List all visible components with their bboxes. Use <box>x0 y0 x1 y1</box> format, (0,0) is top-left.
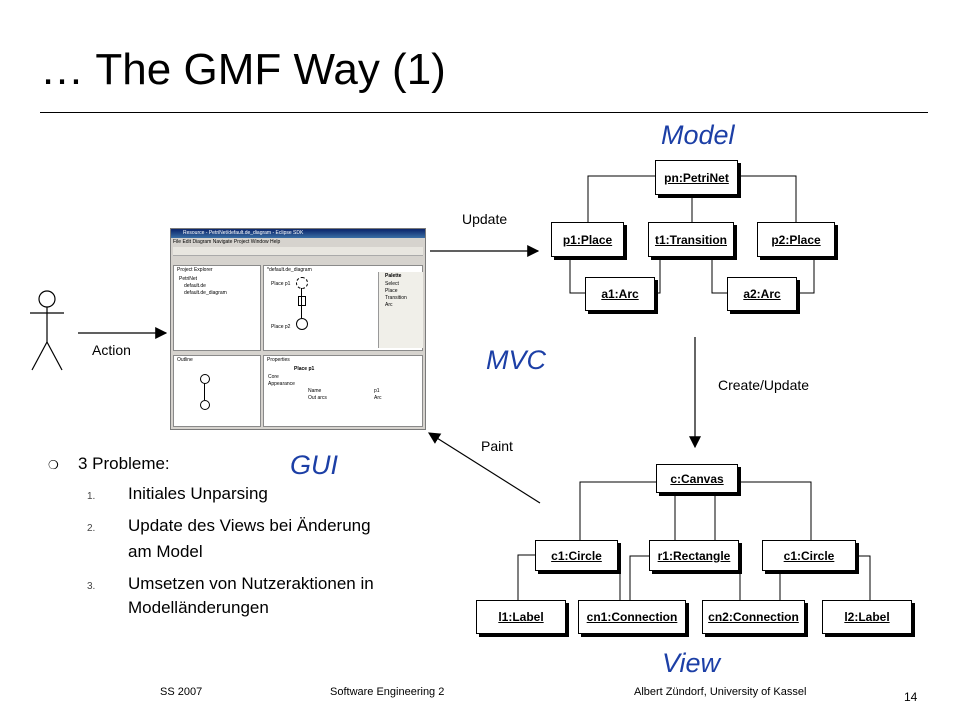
outline-arc <box>204 383 205 400</box>
view-node-rectangle: r1:Rectangle <box>649 540 739 571</box>
diagram-tab: *default.de_diagram <box>267 267 312 273</box>
palette-item-arc: Arc <box>385 302 393 308</box>
footer-course: Software Engineering 2 <box>330 686 445 698</box>
update-label: Update <box>462 211 508 227</box>
screenshot-properties: Properties Place p1 Core Appearance Name… <box>263 355 423 427</box>
model-node-a2: a2:Arc <box>727 277 797 311</box>
item-3-text: Umsetzen von Nutzeraktionen in <box>128 574 374 593</box>
tree-item-2: default.de <box>184 283 206 289</box>
transition-shape <box>298 296 306 306</box>
title-divider <box>40 112 928 113</box>
model-links <box>569 175 815 294</box>
screenshot-toolbar <box>173 247 423 256</box>
tree-item-1: PetriNet <box>179 276 198 282</box>
prop-row-3-value: p1 <box>374 388 380 394</box>
model-node-petrinet: pn:PetriNet <box>655 160 738 195</box>
item-3-text-cont: Modelländerungen <box>128 598 269 617</box>
place-p1-label: Place p1 <box>271 281 291 287</box>
palette-item-transition: Transition <box>385 295 407 301</box>
properties-title: Properties <box>267 357 290 363</box>
eclipse-screenshot: Resource - PetriNet/default.de_diagram -… <box>170 228 426 430</box>
view-node-label-1: l1:Label <box>476 600 566 634</box>
actor-icon <box>30 290 64 371</box>
place-p2-label: Place p2 <box>271 324 291 330</box>
action-label: Action <box>92 342 131 358</box>
view-node-label-2: l2:Label <box>822 600 912 634</box>
item-1-text: Initiales Unparsing <box>128 484 268 503</box>
arc-line <box>301 288 302 318</box>
create-update-label: Create/Update <box>718 377 810 393</box>
item-2-text-cont: am Model <box>128 542 203 561</box>
place-p2-shape <box>296 318 308 330</box>
view-node-circle-2: c1:Circle <box>762 540 856 571</box>
screenshot-project-explorer: Project Explorer PetriNet default.de def… <box>173 265 261 351</box>
screenshot-outline: Outline <box>173 355 261 427</box>
tree-item-3: default.de_diagram <box>184 290 227 296</box>
screenshot-titlebar: Resource - PetriNet/default.de_diagram -… <box>171 229 425 238</box>
bullet-icon: ❍ <box>48 458 59 472</box>
screenshot-diagram-editor: *default.de_diagram Place p1 Place p2 Pa… <box>263 265 423 351</box>
model-node-t1: t1:Transition <box>648 222 734 257</box>
outline-title: Outline <box>177 357 193 363</box>
mvc-label: MVC <box>486 345 546 375</box>
screenshot-window-title: Resource - PetriNet/default.de_diagram -… <box>183 230 304 236</box>
model-node-p2: p2:Place <box>757 222 835 257</box>
prop-row-1: Core <box>268 374 279 380</box>
slide-title: … The GMF Way (1) <box>40 45 446 94</box>
item-1-number: 1. <box>87 491 96 502</box>
footer-author: Albert Zündorf, University of Kassel <box>634 686 807 698</box>
item-2-text: Update des Views bei Änderung <box>128 516 371 535</box>
outline-place-1 <box>200 374 210 384</box>
view-label: View <box>662 648 721 678</box>
problem-heading: 3 Probleme: <box>78 454 170 473</box>
page-number: 14 <box>904 690 918 704</box>
gui-label: GUI <box>290 450 339 480</box>
screenshot-palette: Palette Select Place Transition Arc <box>378 272 423 348</box>
palette-item-select: Select <box>385 281 399 287</box>
view-node-canvas: c:Canvas <box>656 464 738 493</box>
palette-title: Palette <box>385 273 402 279</box>
view-node-connection-2: cn2:Connection <box>702 600 805 634</box>
problem-list: ❍ 3 Probleme: 1. Initiales Unparsing 2. … <box>48 453 468 633</box>
project-explorer-title: Project Explorer <box>177 267 213 273</box>
screenshot-menu: File Edit Diagram Navigate Project Windo… <box>173 239 281 245</box>
view-node-connection-1: cn1:Connection <box>578 600 686 634</box>
footer-semester: SS 2007 <box>160 686 203 698</box>
place-p1-shape <box>296 277 308 289</box>
paint-label: Paint <box>481 438 513 454</box>
palette-item-place: Place <box>385 288 398 294</box>
model-label: Model <box>661 120 735 150</box>
prop-row-3: Name <box>308 388 322 394</box>
view-node-circle-1: c1:Circle <box>535 540 618 571</box>
outline-place-2 <box>200 400 210 410</box>
item-2-number: 2. <box>87 523 96 534</box>
model-node-p1: p1:Place <box>551 222 624 257</box>
prop-row-2: Appearance <box>268 381 295 387</box>
paint-arrow <box>427 432 541 504</box>
item-3-number: 3. <box>87 581 96 592</box>
model-node-a1: a1:Arc <box>585 277 655 311</box>
prop-row-4-value: Arc <box>374 395 382 401</box>
prop-row-4: Out arcs <box>308 395 327 401</box>
view-links <box>517 481 871 600</box>
properties-heading: Place p1 <box>294 366 315 372</box>
